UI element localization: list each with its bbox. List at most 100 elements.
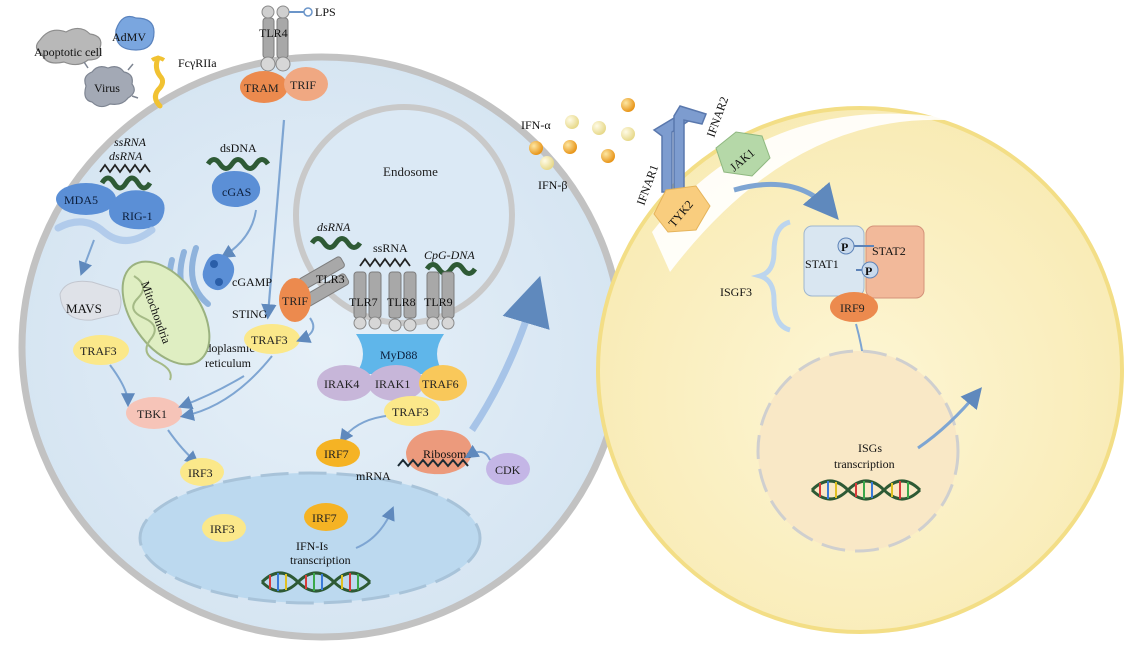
cpg-dna-label: CpG-DNA	[424, 248, 475, 262]
trif-protein-top	[284, 67, 328, 101]
phospho-group-2	[861, 261, 879, 279]
ifn-alpha-beta-molecules	[529, 98, 635, 170]
ifn-tx-arrow	[355, 506, 395, 549]
irf7-cyto-label: IRF7	[324, 447, 349, 461]
lps-label: LPS	[315, 5, 336, 19]
dsrna-strand-endo	[309, 236, 363, 250]
trif-to-traf3-arrow	[261, 119, 286, 320]
traf3-myd-label: TRAF3	[392, 405, 429, 419]
isgs-label-2: transcription	[834, 457, 895, 471]
mavs-protein	[59, 280, 122, 321]
ifn-secretion-arrow	[469, 275, 550, 432]
cgas-protein	[211, 171, 261, 207]
ifn-beta-label: IFN-β	[538, 178, 567, 192]
dna-helix-left	[260, 571, 372, 593]
tyk2-protein	[653, 185, 711, 233]
irf3-nuc-protein	[202, 514, 246, 542]
ssrna-cyto-label: ssRNA	[114, 135, 147, 149]
rig1-protein	[109, 190, 165, 230]
ifnar-receptor-icon	[652, 105, 707, 199]
trif-top-label: TRIF	[290, 78, 316, 92]
adenovirus-label: AdMV	[112, 30, 146, 44]
mitochondria-icon	[121, 260, 211, 381]
ifn-tx-label-1: IFN-Is	[296, 539, 328, 553]
tlr8-label: TLR8	[387, 295, 416, 309]
tram-protein	[240, 71, 288, 103]
dsrna-endo-label: dsRNA	[317, 220, 351, 234]
irf7-nuc-protein	[304, 503, 348, 531]
ifnar2-label: IFNAR2	[704, 95, 732, 139]
dsdna-strand-cyto	[205, 157, 271, 171]
trif-endo-label: TRIF	[282, 294, 308, 308]
cdk-protein	[486, 453, 530, 485]
cgas-label: cGAS	[222, 185, 251, 199]
mda5-rig1-wave	[54, 218, 156, 244]
fc-receptor-icon	[150, 55, 166, 109]
stat1-label: STAT1	[805, 257, 839, 271]
ribosome-label: Ribosome	[423, 447, 472, 461]
traf6-protein	[419, 365, 467, 401]
dsrna-strand-cyto	[99, 175, 153, 191]
irak4-protein	[317, 365, 373, 401]
trif-to-traf3-endo-arrow	[296, 317, 315, 343]
ssrna-strand-cyto	[99, 163, 151, 174]
irak4-label: IRAK4	[324, 377, 359, 391]
irf9-protein	[830, 292, 878, 322]
mda5-protein	[56, 183, 116, 215]
virus-icon	[83, 61, 139, 108]
traf3-to-irf7-arrow	[339, 415, 387, 444]
phospho-label-2: P	[865, 264, 872, 278]
ifn-tx-label-2: transcription	[290, 553, 351, 567]
virus-label: Virus	[94, 81, 120, 95]
tlr9-label: TLR9	[424, 295, 453, 309]
tbk1-protein	[126, 397, 182, 429]
tbk1-label: TBK1	[137, 407, 167, 421]
tram-label: TRAM	[244, 81, 279, 95]
traf3-mavs-label: TRAF3	[80, 344, 117, 358]
cpg-dna-strand	[424, 262, 478, 276]
ifnar1-label: IFNAR1	[634, 163, 662, 207]
jak1-protein	[715, 131, 771, 177]
traf3-sting-to-tbk1-arrow	[179, 355, 273, 421]
irf3-cyto-protein	[180, 458, 224, 486]
dsdna-cyto-label: dsDNA	[220, 141, 257, 155]
cgamp-label: cGAMP	[232, 275, 272, 289]
er-to-tbk1-arrow	[178, 375, 245, 410]
trif-endo-protein	[279, 278, 311, 322]
cgamp-dot-1	[210, 260, 218, 268]
traf3-mavs-to-tbk1-arrow	[109, 364, 135, 408]
stat2-protein	[865, 225, 925, 299]
isgs-label-1: ISGs	[858, 441, 882, 455]
traf6-label: TRAF6	[422, 377, 459, 391]
dsrna-cyto-label: dsRNA	[109, 149, 143, 163]
target-cell-white-arc	[652, 113, 970, 272]
ssrna-endo-label: ssRNA	[373, 241, 408, 255]
tlr3-label: TLR3	[316, 272, 345, 286]
tlr4-label-visible: TLR4	[259, 26, 288, 40]
sting-label: STING	[232, 307, 268, 321]
tlr4-receptor-icon	[260, 5, 291, 72]
adenovirus-icon	[115, 15, 155, 51]
traf3-mavs-protein	[73, 335, 129, 365]
traf3-myd-protein	[384, 396, 440, 426]
irf3-nuc-label: IRF3	[210, 522, 235, 536]
traf3-sting-protein	[244, 324, 300, 354]
cgamp-dot-2	[215, 278, 223, 286]
stat2-label: STAT2	[872, 244, 906, 258]
fc-receptor-label: FcγRIIa	[178, 56, 217, 70]
apoptotic-cell-icon	[35, 27, 102, 66]
traf3-sting-label: TRAF3	[251, 333, 288, 347]
endosome-label: Endosome	[383, 164, 438, 179]
irf7-cyto-protein	[316, 439, 360, 467]
myd88-protein	[356, 334, 444, 374]
cgas-to-cgamp-arrow	[220, 209, 257, 259]
irf3-cyto-label: IRF3	[188, 466, 213, 480]
cdk-label: CDK	[495, 463, 521, 477]
apoptotic-cell-label: Apoptotic cell	[34, 45, 103, 59]
er-label-2: reticulum	[205, 356, 252, 370]
isgf3-brace	[750, 219, 791, 333]
phospho-label-1: P	[841, 240, 848, 254]
dna-helix-right	[810, 479, 922, 501]
irak1-protein	[368, 365, 424, 401]
